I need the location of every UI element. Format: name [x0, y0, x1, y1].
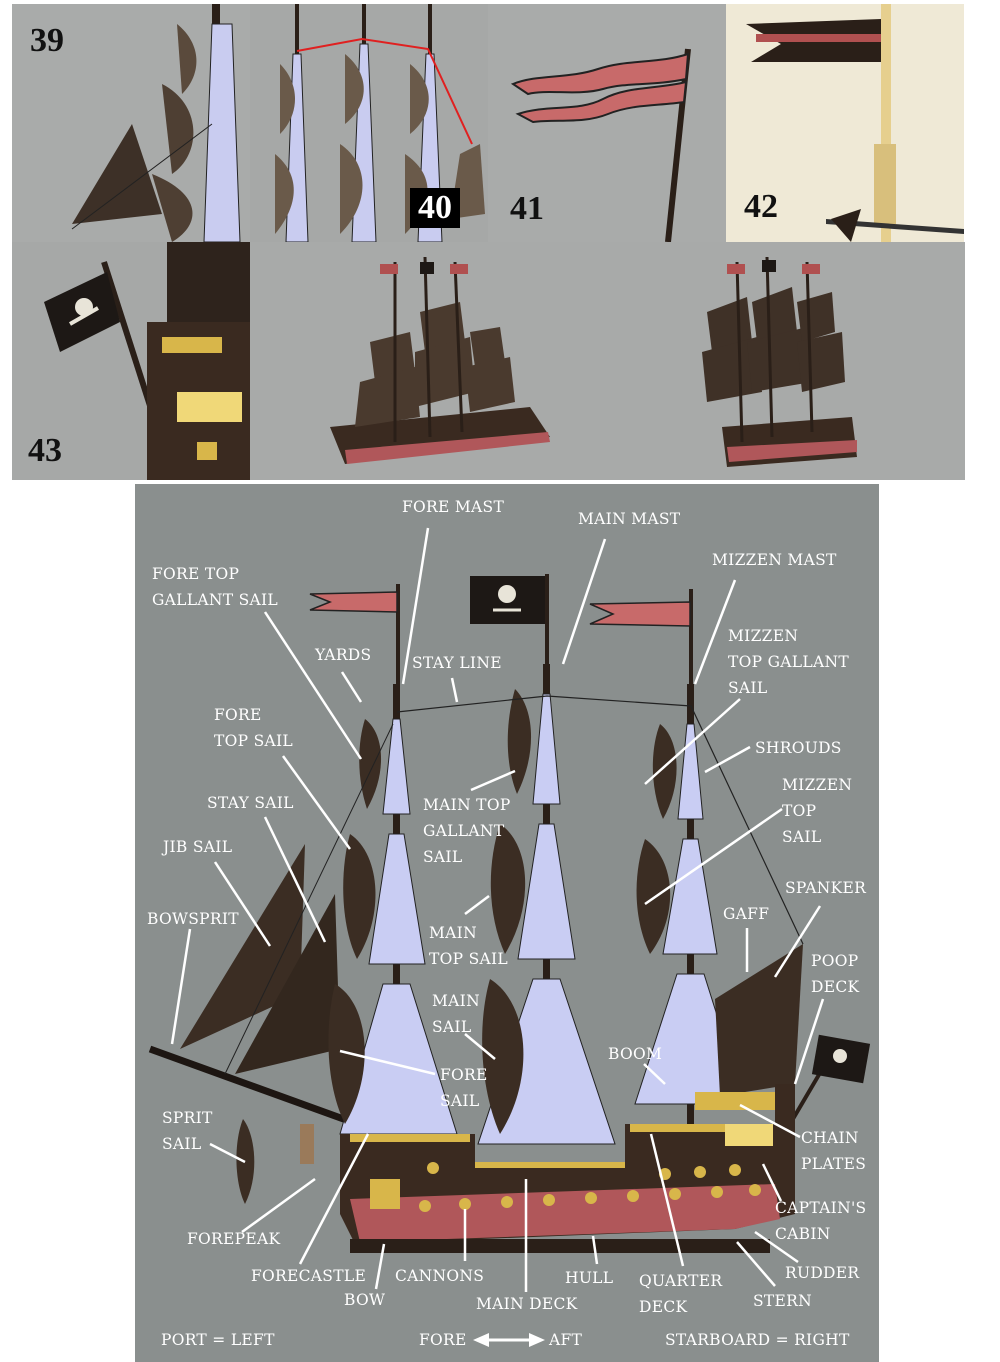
label-main-mast: MAIN MAST: [578, 510, 681, 528]
ship-illustration: [148, 527, 871, 1347]
photo-step-39: 39: [12, 4, 250, 242]
label-chain-plates: CHAIN PLATES: [801, 1129, 867, 1173]
label-mizzen-top-gallant-sail: MIZZEN TOP GALLANT SAIL: [728, 627, 849, 697]
photo-ship-front-view: [250, 242, 607, 480]
ship-back-illustration: [702, 256, 857, 467]
stern-flag-illustration: [44, 242, 250, 480]
label-boom: BOOM: [608, 1045, 663, 1063]
photo-step-42: 42: [726, 4, 964, 242]
legend-fore: FORE: [419, 1331, 467, 1349]
label-forecastle: FORECASTLE: [251, 1267, 367, 1285]
label-stay-line: STAY LINE: [412, 654, 502, 672]
label-quarter-deck: QUARTER DECK: [639, 1272, 723, 1316]
three-masts-illustration: [275, 4, 485, 242]
legend-starboard: STARBOARD = RIGHT: [665, 1331, 850, 1349]
flag-pole-illustration: [746, 4, 964, 242]
label-fore-sail: FORE SAIL: [440, 1066, 488, 1110]
fore-aft-arrow: [473, 1333, 545, 1347]
jib-sail-shape: [180, 844, 305, 1049]
legend-aft: AFT: [549, 1331, 583, 1349]
label-mizzen-mast: MIZZEN MAST: [712, 551, 837, 569]
legend-port: PORT = LEFT: [161, 1331, 275, 1349]
label-poop-deck: POOP DECK: [811, 952, 860, 996]
step-number-41: 41: [510, 190, 544, 227]
label-fore-top-gallant-sail: FORE TOP GALLANT SAIL: [152, 565, 279, 609]
label-main-deck: MAIN DECK: [476, 1295, 578, 1313]
label-fore-top-sail: FORE TOP SAIL: [214, 706, 294, 750]
label-cannons: CANNONS: [395, 1267, 485, 1285]
step-number-42: 42: [744, 188, 778, 225]
labeled-ship-diagram: FORE MAST MAIN MAST MIZZEN MAST FORE TOP…: [135, 484, 879, 1362]
stay-sail-shape: [235, 894, 340, 1074]
flag-illustration: [510, 48, 691, 242]
label-forepeak: FOREPEAK: [187, 1230, 281, 1248]
label-spanker: SPANKER: [785, 879, 867, 897]
label-main-top-sail: MAIN TOP SAIL: [429, 924, 509, 968]
label-shrouds: SHROUDS: [755, 739, 842, 757]
step-number-43: 43: [28, 432, 62, 469]
photo-ship-back-view: [607, 242, 965, 480]
label-hull: HULL: [565, 1269, 614, 1287]
step-number-39: 39: [30, 22, 64, 59]
label-bow: BOW: [344, 1291, 386, 1309]
label-sprit-sail: SPRIT SAIL: [162, 1109, 213, 1153]
label-main-sail: MAIN SAIL: [432, 992, 480, 1036]
step-number-40: 40: [410, 188, 460, 228]
label-stay-sail: STAY SAIL: [207, 794, 294, 812]
label-stern: STERN: [753, 1292, 813, 1310]
label-fore-mast: FORE MAST: [402, 498, 505, 516]
pointer-lines: [170, 527, 825, 1292]
label-jib-sail: JIB SAIL: [163, 838, 233, 856]
label-gaff: GAFF: [723, 905, 770, 923]
ship-mast-detail-illustration: [71, 4, 241, 242]
label-yards: YARDS: [315, 646, 372, 664]
photo-step-43: 43: [12, 242, 250, 480]
photo-step-40: 40: [250, 4, 488, 242]
label-bowsprit: BOWSPRIT: [147, 910, 239, 928]
label-rudder: RUDDER: [785, 1264, 860, 1282]
label-main-top-gallant-sail: MAIN TOP GALLANT SAIL: [423, 796, 511, 866]
label-captains-cabin: CAPTAIN'S CABIN: [775, 1199, 867, 1243]
photo-step-41: 41: [488, 4, 726, 242]
ship-front-illustration: [330, 256, 550, 464]
label-mizzen-top-sail: MIZZEN TOP SAIL: [782, 776, 853, 846]
